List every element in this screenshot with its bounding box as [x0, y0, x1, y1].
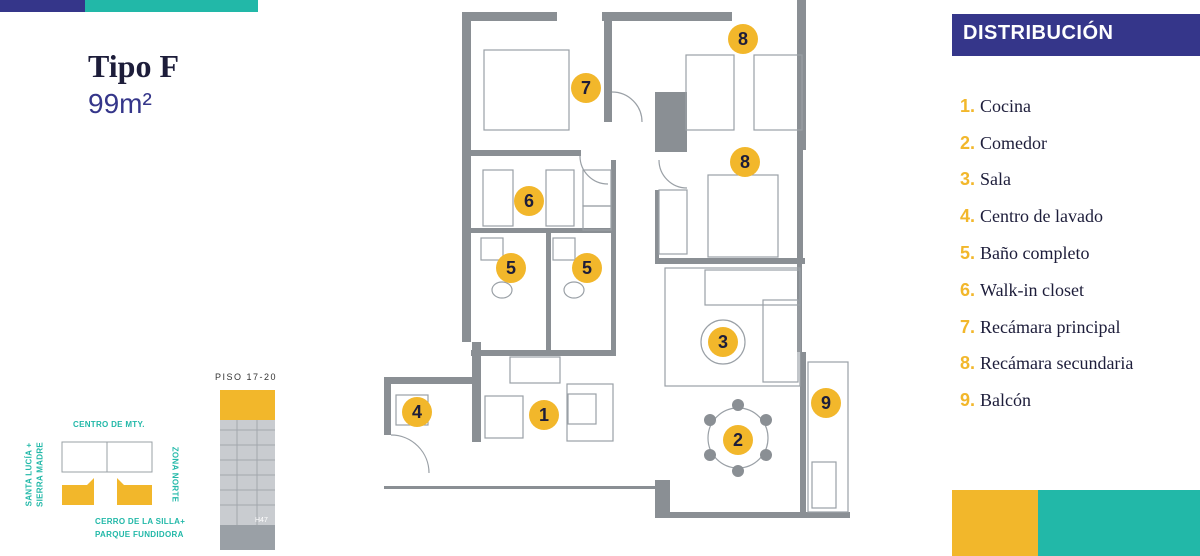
legend-label: Sala: [980, 169, 1012, 190]
bottom-accent-teal: [1038, 490, 1200, 556]
legend-label: Baño completo: [980, 243, 1090, 264]
legend-label: Recámara principal: [980, 316, 1121, 337]
legend-label: Comedor: [980, 132, 1048, 153]
legend-label: Cocina: [980, 95, 1032, 116]
exterior-wall-line: [384, 486, 655, 489]
legend-label: Centro de lavado: [980, 206, 1103, 227]
legend-item: 8.Recámara secundaria: [960, 346, 1133, 383]
legend-number: 4.: [960, 206, 976, 227]
legend-number: 8.: [960, 353, 976, 374]
legend-item: 7.Recámara principal: [960, 309, 1133, 346]
legend-label: Recámara secundaria: [980, 353, 1134, 374]
location-map-illustration: [61, 441, 153, 505]
legend-label: Balcón: [980, 390, 1032, 411]
map-label-south-line2: PARQUE FUNDIDORA: [95, 530, 184, 539]
room-marker-bathroom: 5: [572, 253, 602, 283]
legend-item: 1.Cocina: [960, 88, 1133, 125]
room-marker-bathroom: 5: [496, 253, 526, 283]
map-label-north-center: CENTRO DE MTY.: [73, 420, 145, 429]
legend-number: 7.: [960, 316, 976, 337]
floor-plan-walls: [384, 0, 850, 518]
legend-item: 9.Balcón: [960, 382, 1133, 419]
room-marker-balcony: 9: [811, 388, 841, 418]
legend-number: 3.: [960, 169, 976, 190]
legend-number: 1.: [960, 95, 976, 116]
legend-number: 5.: [960, 243, 976, 264]
legend-label: Walk-in closet: [980, 279, 1085, 300]
room-marker-kitchen: 1: [529, 400, 559, 430]
map-label-west-line2: SIERRA MADRE: [35, 441, 45, 508]
legend-item: 5.Baño completo: [960, 235, 1133, 272]
dining-chairs: [704, 399, 772, 477]
tower-tag: H47: [255, 517, 268, 524]
floor-plan-furniture: [390, 49, 849, 513]
distribution-legend: 1.Cocina 2.Comedor 3.Sala 4.Centro de la…: [960, 88, 1133, 419]
top-accent-bar-navy: [0, 0, 85, 12]
map-label-west-line1: SANTA LUCÍA +: [24, 442, 34, 507]
room-marker-walk-in-closet: 6: [514, 186, 544, 216]
tower-illustration: [220, 390, 275, 550]
floor-range-label: PISO 17-20: [215, 372, 278, 382]
legend-item: 4.Centro de lavado: [960, 198, 1133, 235]
distribution-title: DISTRIBUCIÓN: [963, 22, 1114, 44]
legend-item: 2.Comedor: [960, 125, 1133, 162]
legend-number: 9.: [960, 390, 976, 411]
map-label-east: ZONA NORTE: [170, 446, 180, 503]
legend-number: 2.: [960, 132, 976, 153]
top-accent-bar-teal: [85, 0, 258, 12]
room-marker-dining: 2: [723, 425, 753, 455]
unit-type-title: Tipo F: [88, 48, 179, 84]
legend-item: 3.Sala: [960, 162, 1133, 199]
bottom-accent-yellow: [952, 490, 1038, 556]
room-marker-laundry: 4: [402, 397, 432, 427]
room-marker-living: 3: [708, 327, 738, 357]
map-label-south-line1: CERRO DE LA SILLA+: [95, 517, 186, 526]
legend-number: 6.: [960, 279, 976, 300]
legend-item: 6.Walk-in closet: [960, 272, 1133, 309]
room-marker-master-bedroom: 7: [571, 73, 601, 103]
room-marker-bedroom-secondary: 8: [728, 24, 758, 54]
unit-area: 99m²: [88, 88, 152, 119]
room-marker-bedroom-secondary: 8: [730, 147, 760, 177]
distribution-header: [952, 14, 1200, 56]
